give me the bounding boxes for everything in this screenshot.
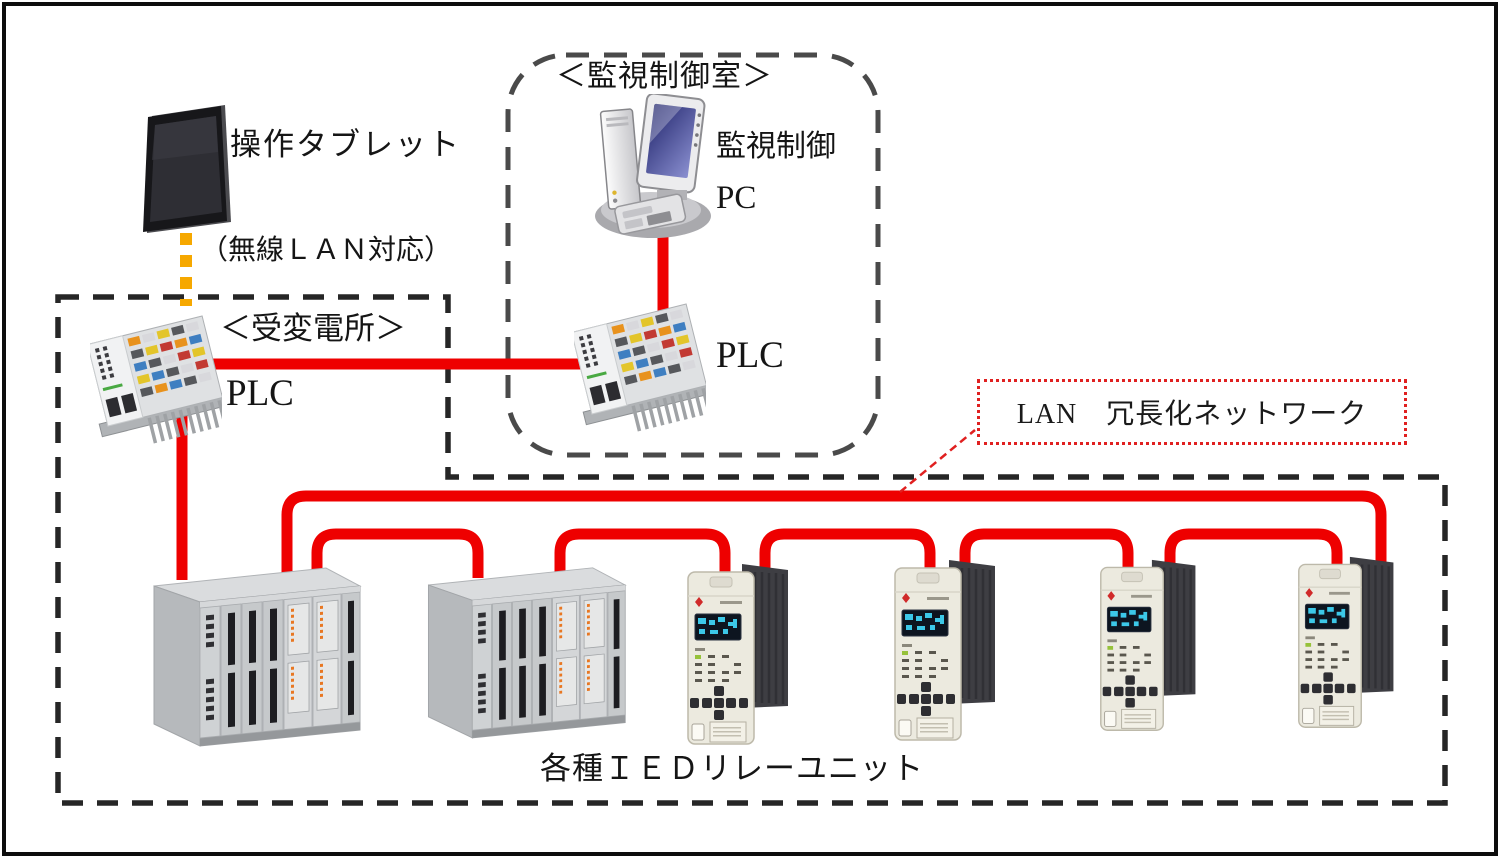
link-ied2-ied3 [959,528,1134,572]
desktop-pc-icon [595,94,711,238]
tablet-label: 操作タブレット [230,127,461,162]
relay-rack-icon [427,567,626,739]
ied-relay-unit-icon [687,564,788,745]
control-room-label: ＜監視制御室＞ [556,60,773,93]
wireless-note: （無線ＬＡＮ対応） [200,235,453,266]
lan-red-lines [176,224,1387,580]
substation-boundary [55,294,1448,806]
plc-module-icon [574,303,706,432]
pc-label-line1: 監視制御 [716,130,836,163]
main-redundant-bus [281,490,1387,580]
lan-redundant-network-label: LAN 冗長化ネットワーク [1016,399,1368,430]
link-rack2-ied1 [554,528,731,576]
substation-label: ＜受変電所＞ [220,311,406,346]
pc-label-line2: PC [716,180,757,216]
lan-redundant-network-box: LAN 冗長化ネットワーク [977,379,1407,445]
ied-units-caption: 各種ＩＥＤリレーユニット [540,751,924,786]
link-ied1-ied2 [759,528,936,574]
plc-center-label: PLC [716,335,784,376]
plc-module-icon [90,315,222,444]
plc-left-label: PLC [226,373,294,414]
tablet-icon [143,105,231,233]
link-rack1-rack2 [311,528,484,578]
lan-leader-line [899,429,976,493]
link-ied3-ied4 [1164,528,1343,570]
ied-relay-unit-icon [1297,555,1395,729]
control-room-boundary [505,52,881,458]
ied-relay-unit-icon [1099,558,1197,732]
ied-relay-unit-icon [893,558,997,742]
relay-rack-icon [153,567,362,747]
